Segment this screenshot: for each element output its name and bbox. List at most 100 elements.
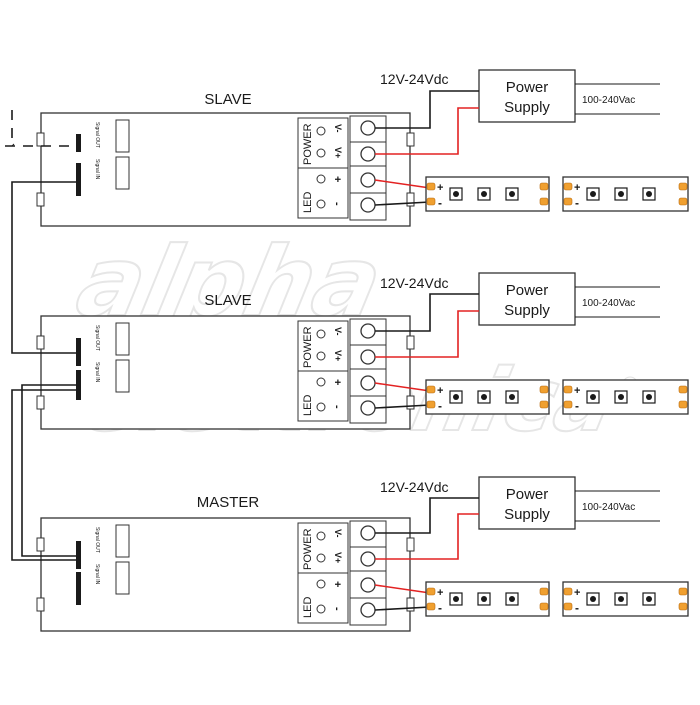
strip-label-plus: + xyxy=(437,182,443,194)
unit-master: MASTER Signal OUT Signal IN POWER LED V-… xyxy=(36,476,660,632)
terminal-label-v-plus: V+ xyxy=(333,552,343,563)
led-strips: +-+-+-+-+-+- xyxy=(425,176,689,617)
led-chip-dot xyxy=(618,394,624,400)
terminal-screw-icon xyxy=(360,172,376,188)
power-supply-box xyxy=(478,69,576,123)
led-chip-dot xyxy=(481,394,487,400)
terminal-label-v-minus: V- xyxy=(333,529,343,538)
power-supply-label-line2: Supply xyxy=(504,506,550,523)
rj45-port-in xyxy=(115,561,130,595)
solder-pad xyxy=(563,602,573,611)
dc-wire-red xyxy=(375,107,479,155)
power-supply-box xyxy=(478,272,576,326)
solder-pad xyxy=(539,400,549,409)
solder-pad xyxy=(563,182,573,191)
port-label-in: Signal IN xyxy=(94,362,100,383)
terminal-label-plus: + xyxy=(331,379,343,385)
dc-wire-red xyxy=(375,310,479,358)
led-chip-dot xyxy=(509,596,515,602)
terminal-label-v-minus: V- xyxy=(333,327,343,336)
ac-voltage-label: 100-240Vac xyxy=(582,95,635,106)
controller-notch xyxy=(36,132,45,147)
screw-icon xyxy=(316,579,326,589)
terminal-label-minus: - xyxy=(331,405,343,409)
solder-pad xyxy=(539,587,549,596)
solder-pad xyxy=(426,602,436,611)
power-label: POWER xyxy=(302,528,314,570)
strip-label-minus: - xyxy=(438,196,442,210)
screw-icon xyxy=(316,553,326,563)
strip-label-plus: + xyxy=(574,385,580,397)
strip-label-minus: - xyxy=(438,399,442,413)
terminal-screw-icon xyxy=(360,400,376,416)
screw-icon xyxy=(316,351,326,361)
controller-notch xyxy=(36,597,45,612)
power-supply-label-line1: Power xyxy=(506,79,549,96)
terminal-screw-icon xyxy=(360,197,376,213)
solder-pad xyxy=(539,602,549,611)
controller-role-label: SLAVE xyxy=(204,91,251,108)
led-chip-dot xyxy=(453,394,459,400)
led-chip-dot xyxy=(590,596,596,602)
led-label: LED xyxy=(302,395,314,416)
led-chip-dot xyxy=(509,191,515,197)
screw-icon xyxy=(316,329,326,339)
signal-cable xyxy=(11,181,76,354)
controller-role-label: SLAVE xyxy=(204,292,251,309)
power-supply-box xyxy=(478,476,576,530)
signal-cable xyxy=(11,389,76,561)
solder-pad xyxy=(563,385,573,394)
strip-label-minus: - xyxy=(575,601,579,615)
terminal-label-v-plus: V+ xyxy=(333,147,343,158)
screw-icon xyxy=(316,126,326,136)
dc-voltage-label: 12V-24Vdc xyxy=(380,71,449,87)
dc-wire-black xyxy=(375,90,479,129)
rj45-port-out xyxy=(115,322,130,356)
power-label: POWER xyxy=(302,326,314,368)
controller-notch xyxy=(406,335,415,350)
controller-notch xyxy=(36,395,45,410)
led-chip-dot xyxy=(618,191,624,197)
strip-label-minus: - xyxy=(438,601,442,615)
unit-slave-middle: SLAVE Signal OUT Signal IN POWER LED V- … xyxy=(36,272,660,430)
cable-plug xyxy=(76,370,81,400)
led-label: LED xyxy=(302,597,314,618)
solder-pad xyxy=(539,182,549,191)
rj45-port-in xyxy=(115,359,130,393)
led-label: LED xyxy=(302,192,314,213)
terminal-label-minus: - xyxy=(331,202,343,206)
power-label: POWER xyxy=(302,123,314,165)
led-chip-dot xyxy=(646,394,652,400)
solder-pad xyxy=(678,182,688,191)
solder-pad xyxy=(678,587,688,596)
led-wire-red xyxy=(374,382,431,392)
cable-plug xyxy=(76,338,81,366)
dc-wire-black xyxy=(375,497,479,534)
terminal-screw-icon xyxy=(360,525,376,541)
controller-notch xyxy=(36,537,45,552)
screw-icon xyxy=(316,531,326,541)
port-label-in: Signal IN xyxy=(94,159,100,180)
controller-notch xyxy=(406,597,415,612)
power-supply-label-line2: Supply xyxy=(504,302,550,319)
strip-label-minus: - xyxy=(575,399,579,413)
signal-cable xyxy=(21,384,76,557)
signal-cables xyxy=(5,110,76,561)
led-wire-black xyxy=(374,606,431,611)
strip-label-plus: + xyxy=(574,182,580,194)
screw-icon xyxy=(316,604,326,614)
port-label-out: Signal OUT xyxy=(94,122,100,148)
solder-pad xyxy=(539,385,549,394)
solder-pad xyxy=(426,385,436,394)
solder-pad xyxy=(678,602,688,611)
screw-icon xyxy=(316,199,326,209)
led-strip-segment xyxy=(562,581,689,617)
led-wire-red xyxy=(374,179,431,189)
solder-pad xyxy=(426,197,436,206)
terminal-screw-icon xyxy=(360,323,376,339)
led-wire-black xyxy=(374,201,431,206)
power-supply-label-line1: Power xyxy=(506,282,549,299)
solder-pad xyxy=(539,197,549,206)
screw-icon xyxy=(316,174,326,184)
